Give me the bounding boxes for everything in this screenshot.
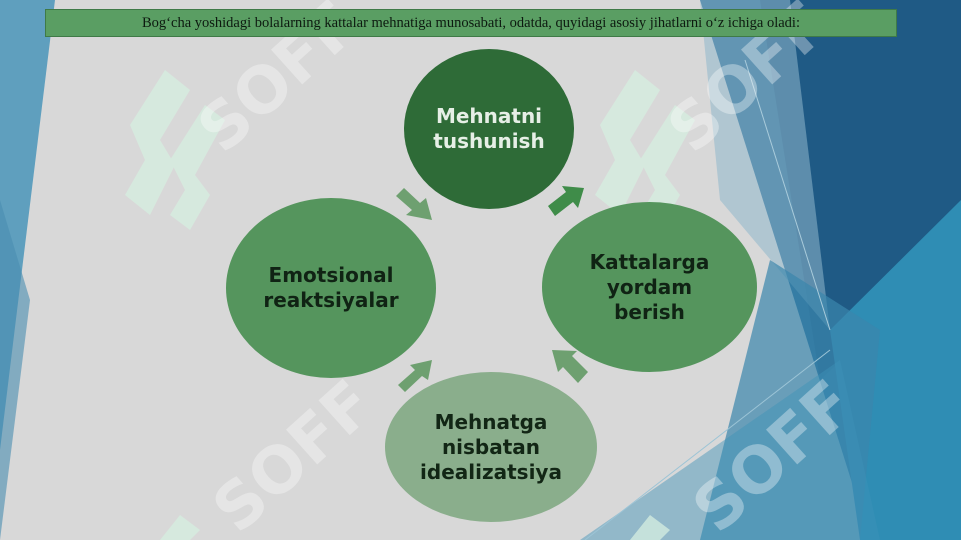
cycle-node-label: Emotsional reaktsiyalar (263, 263, 399, 312)
title-bar: Bog‘cha yoshidagi bolalarning kattalar m… (45, 9, 897, 37)
cycle-node-label: Mehnatni tushunish (433, 104, 545, 153)
right-mid-facet (700, 260, 880, 540)
cycle-node-label: Kattalarga yordam berish (589, 249, 710, 324)
arrow-4-to-1 (396, 188, 432, 220)
cycle-node-mehnatni-tushunish: Mehnatni tushunish (404, 49, 574, 209)
cycle-node-emotsional-reaktsiyalar: Emotsional reaktsiyalar (226, 198, 436, 378)
arrow-3-to-4 (398, 360, 432, 392)
arrow-2-to-3 (552, 350, 588, 383)
watermark-logo-top-left (125, 70, 225, 230)
slide-title: Bog‘cha yoshidagi bolalarning kattalar m… (142, 14, 800, 31)
bottom-facet (580, 360, 880, 540)
cycle-node-label: Mehnatga nisbatan idealizatsiya (420, 409, 562, 484)
watermark-logo-bottom-left (160, 515, 200, 540)
cycle-node-mehnatga-nisbatan-idealizatsiya: Mehnatga nisbatan idealizatsiya (385, 372, 597, 522)
left-blue-shade (0, 200, 30, 540)
watermark-logo-bottom-right (630, 515, 670, 540)
watermark-logo-top-right (595, 70, 695, 230)
right-light-facet (700, 0, 830, 330)
arrow-1-to-2 (548, 186, 584, 216)
facet-line-1 (744, 59, 831, 331)
cycle-node-kattalarga-yordam-berish: Kattalarga yordam berish (542, 202, 757, 372)
facet-line-2 (584, 349, 831, 540)
